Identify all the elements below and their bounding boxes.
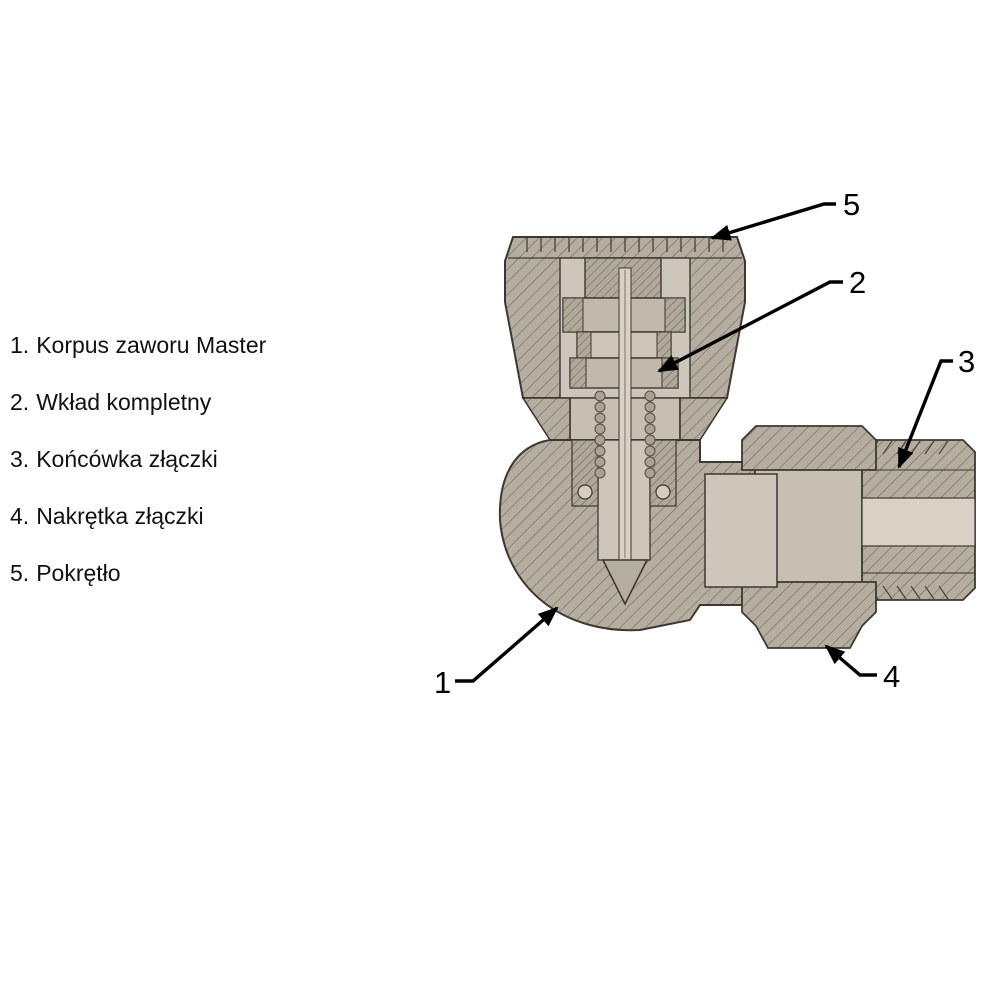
spring-coils: [594, 390, 656, 479]
callout-number-3: 3: [958, 344, 975, 379]
callout-5: 5: [710, 187, 860, 241]
connector-nut-section: [704, 425, 877, 649]
legend-item-3: 3.Końcówka złączki: [10, 446, 266, 473]
legend-item-label: Nakrętka złączki: [36, 503, 204, 529]
o-ring-right: [655, 484, 671, 500]
legend-item-number: 1.: [10, 332, 30, 358]
legend-item-number: 4.: [10, 503, 30, 529]
legend-item-5: 5.Pokrętło: [10, 560, 266, 587]
legend-item-number: 2.: [10, 389, 30, 415]
parts-legend: 1.Korpus zaworu Master 2.Wkład kompletny…: [10, 332, 266, 617]
callout-4: 4: [824, 644, 900, 694]
legend-item-label: Końcówka złączki: [36, 446, 218, 472]
callout-number-4: 4: [883, 659, 900, 694]
legend-item-1: 1.Korpus zaworu Master: [10, 332, 266, 359]
connector-end-section: [754, 439, 976, 601]
callout-1: 1: [434, 606, 559, 700]
nut-front-face: [704, 473, 778, 588]
stem-tip-cone: [601, 559, 649, 606]
legend-item-label: Korpus zaworu Master: [36, 332, 267, 358]
legend-item-2: 2.Wkład kompletny: [10, 389, 266, 416]
legend-item-label: Pokrętło: [36, 560, 121, 586]
callout-number-5: 5: [843, 187, 860, 222]
callout-number-1: 1: [434, 665, 451, 700]
valve-stem: [594, 267, 656, 606]
o-ring-left: [577, 484, 593, 500]
legend-item-number: 5.: [10, 560, 30, 586]
legend-item-number: 3.: [10, 446, 30, 472]
callout-2: 2: [657, 265, 866, 373]
callout-number-2: 2: [849, 265, 866, 300]
legend-item-label: Wkład kompletny: [36, 389, 212, 415]
legend-item-4: 4.Nakrętka złączki: [10, 503, 266, 530]
callout-3: 3: [897, 344, 975, 469]
